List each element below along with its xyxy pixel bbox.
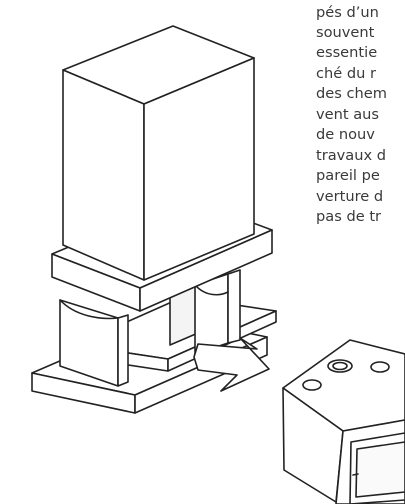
body-text-line: vent aus: [316, 106, 380, 123]
insert-arrow: [193, 337, 270, 392]
body-text-line: pés d’un: [316, 4, 379, 21]
body-text-line: des chem: [316, 85, 387, 102]
body-text-line: pareil pe: [316, 167, 380, 184]
body-text-line: verture d: [316, 188, 384, 205]
body-text-line: essentie: [316, 44, 378, 61]
chimney-hood: [62, 25, 255, 281]
body-text-line: travaux d: [316, 147, 387, 164]
body-text-line: ché du r: [316, 65, 377, 82]
body-text-line: pas de tr: [316, 208, 382, 225]
stove-top-opening-left: [302, 379, 322, 391]
body-text-line: de nouv: [316, 126, 375, 143]
stove-top-opening-right: [370, 361, 390, 373]
left-jamb: [59, 299, 129, 387]
body-text-line: souvent: [316, 24, 375, 41]
wood-stove-insert: [282, 339, 405, 504]
